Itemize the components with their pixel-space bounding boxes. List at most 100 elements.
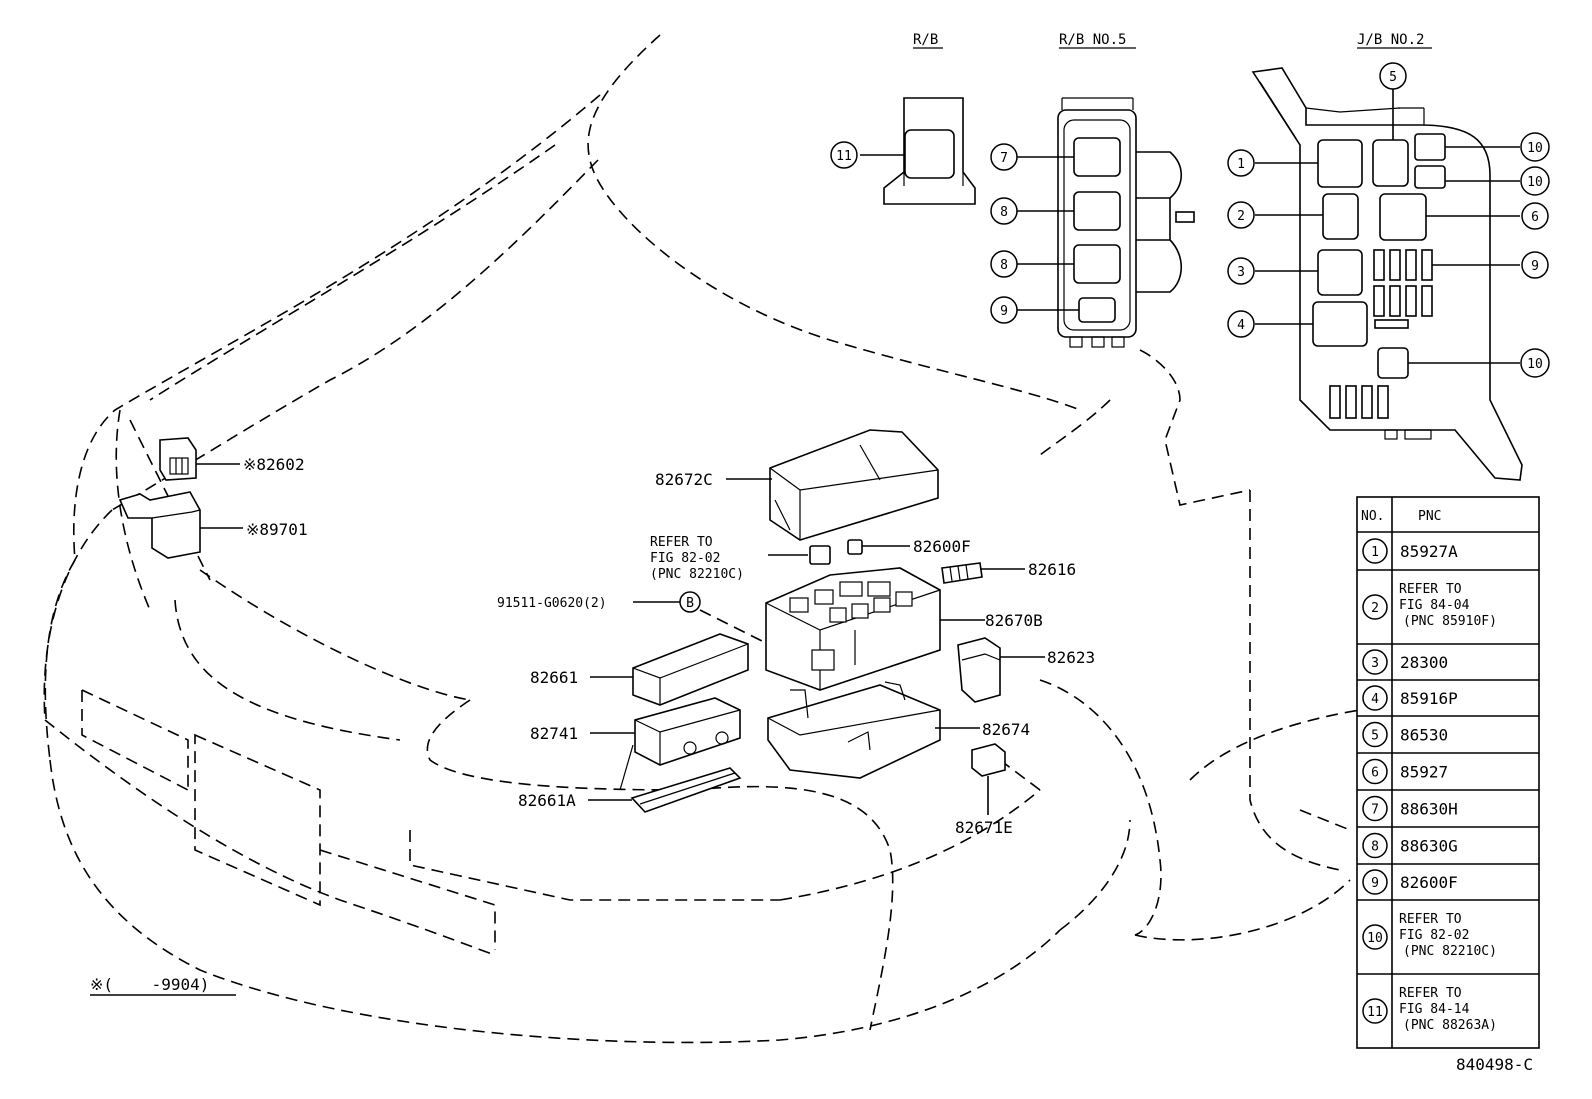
table-row-number: 11	[1367, 1005, 1383, 1020]
bolt-91511: B	[633, 591, 771, 646]
callout-8-upper	[990, 197, 1018, 225]
table-row-pnc-line: FIG 82-02	[1399, 928, 1469, 943]
svg-text:FIG 82-02: FIG 82-02	[650, 551, 720, 566]
table-row-number: 4	[1371, 692, 1379, 707]
label-82661: 82661	[530, 668, 578, 687]
svg-text:(PNC 82210C): (PNC 82210C)	[650, 567, 744, 582]
table-row-pnc: 28300	[1400, 653, 1448, 672]
table-row-number-circle	[1362, 924, 1388, 950]
svg-text:REFER TO: REFER TO	[650, 535, 713, 550]
table-row-pnc: 88630G	[1400, 837, 1458, 856]
car-body-outline	[43, 34, 1361, 1044]
relay-82602	[159, 437, 240, 481]
label-82623: 82623	[1047, 648, 1095, 667]
callout-10-b	[1520, 166, 1550, 196]
svg-text:B: B	[686, 596, 694, 611]
table-row-number-circle	[1362, 649, 1388, 675]
table-row-number-circle	[1362, 594, 1388, 620]
label-82616: 82616	[1028, 560, 1076, 579]
table-row-pnc: 88630H	[1400, 800, 1458, 819]
table-row-number-circle	[1362, 538, 1388, 564]
callout-11-rb	[830, 141, 858, 169]
callout-7	[990, 143, 1018, 171]
svg-text:8: 8	[1000, 258, 1008, 273]
table-row-pnc-line: REFER TO	[1399, 582, 1462, 597]
table-row-number: 5	[1371, 729, 1379, 744]
table-row-number-circle	[1362, 869, 1388, 895]
label-89701: ※89701	[246, 520, 308, 539]
svg-text:9: 9	[1531, 259, 1539, 274]
table-row-pnc-line: (PNC 85910F)	[1403, 614, 1497, 629]
svg-text:10: 10	[1527, 357, 1543, 372]
label-82600F: 82600F	[913, 537, 971, 556]
label-82671E: 82671E	[955, 818, 1013, 837]
callout-9-rb5	[990, 296, 1018, 324]
svg-text:3: 3	[1237, 265, 1245, 280]
table-row-pnc: 85927	[1400, 763, 1448, 782]
callout-8-lower	[990, 250, 1018, 278]
label-82674: 82674	[982, 720, 1030, 739]
svg-text:8: 8	[1000, 205, 1008, 220]
table-row-number-circle	[1362, 832, 1388, 859]
table-row-number-circle	[1362, 758, 1388, 785]
table-row-number-circle	[1362, 795, 1388, 822]
lower-case-82674	[767, 681, 980, 779]
table-row-number-circle	[1362, 998, 1388, 1024]
footnote: ※( -9904)	[90, 975, 209, 994]
table-row-pnc: 82600F	[1400, 873, 1458, 892]
fuse-82616	[941, 562, 1025, 584]
fuse-box-cover-82672C	[726, 429, 939, 541]
header-jb-no2: J/B NO.2	[1357, 32, 1424, 48]
box-headers: R/B R/B NO.5 J/B NO.2	[913, 32, 1432, 49]
table-row-pnc-line: FIG 84-14	[1399, 1002, 1470, 1017]
callout-2	[1227, 201, 1255, 229]
relay-89701	[118, 491, 243, 559]
cover-82661	[590, 633, 749, 706]
rb-no5-relay-block: 7 8 8 9	[990, 97, 1195, 348]
svg-text:1: 1	[1237, 157, 1245, 172]
table-row-number: 8	[1371, 840, 1379, 855]
table-row-pnc-line: REFER TO	[1399, 986, 1462, 1001]
callout-1	[1227, 149, 1255, 177]
table-row-number-circle	[1362, 685, 1388, 711]
callout-9-jb	[1521, 251, 1549, 279]
callout-4	[1227, 310, 1255, 338]
table-row-number: 6	[1371, 766, 1379, 781]
connector-82671E	[971, 743, 1006, 815]
table-row-number: 7	[1371, 803, 1379, 818]
table-row-number: 3	[1371, 656, 1379, 671]
label-82661A: 82661A	[518, 791, 576, 810]
table-row-pnc-line: (PNC 82210C)	[1403, 944, 1497, 959]
callout-10-c	[1520, 348, 1550, 378]
table-row-pnc-line: FIG 84-04	[1399, 598, 1470, 613]
label-82670B: 82670B	[985, 611, 1043, 630]
callout-b	[679, 591, 701, 613]
label-82602: ※82602	[243, 455, 305, 474]
table-row-pnc: 85927A	[1400, 542, 1458, 561]
table-row-number: 9	[1371, 876, 1379, 891]
table-row-number: 2	[1371, 601, 1379, 616]
fuse-box-body-82670B	[765, 567, 985, 691]
header-rb: R/B	[913, 32, 938, 48]
svg-text:5: 5	[1389, 70, 1397, 85]
callout-6	[1521, 202, 1549, 230]
bracket-82623	[957, 637, 1045, 703]
table-row-number: 1	[1371, 545, 1379, 560]
refer-note-fuse: REFER TO FIG 82-02 (PNC 82210C)	[650, 535, 831, 582]
svg-text:2: 2	[1237, 209, 1245, 224]
label-82672C: 82672C	[655, 470, 713, 489]
header-rb-no5: R/B NO.5	[1059, 32, 1126, 48]
callout-10-a	[1520, 132, 1550, 162]
svg-text:4: 4	[1237, 318, 1245, 333]
table-row-number-circle	[1362, 721, 1388, 748]
svg-text:10: 10	[1527, 141, 1543, 156]
label-91511: 91511-G0620(2)	[497, 596, 607, 611]
svg-text:7: 7	[1000, 151, 1008, 166]
table-header-no: NO.	[1361, 509, 1384, 524]
label-82741: 82741	[530, 724, 578, 743]
svg-text:9: 9	[1000, 304, 1008, 319]
svg-text:11: 11	[836, 149, 852, 164]
rb-relay-block: 11	[830, 97, 976, 205]
